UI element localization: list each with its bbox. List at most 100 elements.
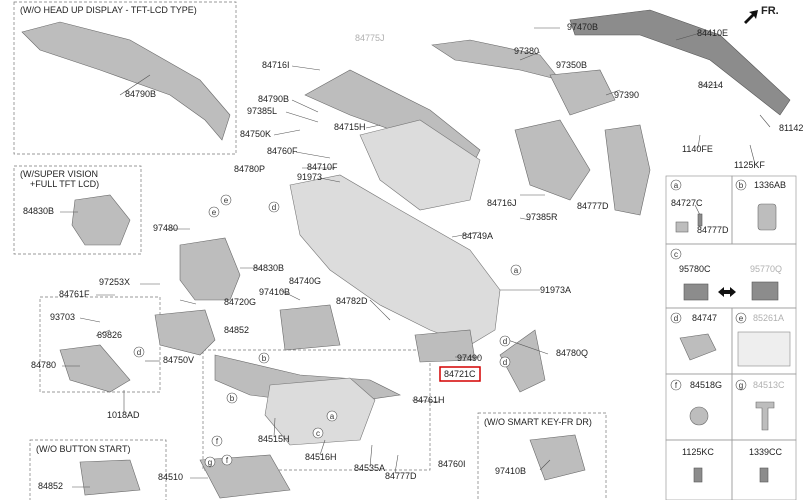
highlight-84721C	[439, 366, 481, 382]
center-fascia-lower-part	[414, 329, 476, 363]
reference-letters: a b c d d d e f g	[133, 194, 522, 468]
legend-e-part-85261A: 85261A	[753, 313, 784, 323]
label-97385R: 97385R	[526, 212, 558, 222]
ref-letter-b: b	[230, 394, 235, 403]
legend-b-header: b	[739, 181, 744, 190]
label-84715H: 84715H	[334, 122, 366, 132]
label-97390: 97390	[614, 90, 639, 100]
label-91973: 91973	[297, 172, 322, 182]
legend-b-part-1336AB: 1336AB	[754, 180, 786, 190]
clip-part-84747	[679, 333, 717, 361]
side-duct-part	[604, 124, 651, 216]
side-trim-part	[179, 237, 241, 301]
label-91973A: 91973A	[540, 285, 571, 295]
label-84716J: 84716J	[487, 198, 517, 208]
label-84852-2: 84852	[38, 481, 63, 491]
lower-tray-part	[199, 454, 291, 499]
label-97490: 97490	[457, 353, 482, 363]
label-97470B: 97470B	[567, 22, 598, 32]
hud-box: (W/O HEAD UP DISPLAY - TFT-LCD TYPE)	[13, 1, 237, 155]
label-84716I: 84716I	[262, 60, 290, 70]
cluster-bezel-part	[71, 194, 131, 246]
legend-g-header: g	[739, 381, 743, 390]
label-84720G: 84720G	[224, 297, 256, 307]
label-84710F: 84710F	[307, 162, 338, 172]
label-84740G: 84740G	[289, 276, 321, 286]
legend-e-header: e	[739, 314, 744, 323]
label-1125KF: 1125KF	[734, 160, 765, 170]
label-84750K: 84750K	[240, 129, 271, 139]
label-84750V: 84750V	[163, 355, 194, 365]
label-84790B-2: 84790B	[258, 94, 289, 104]
ref-letter-d-2: d	[137, 348, 141, 357]
ref-letter-e-2: e	[212, 208, 217, 217]
label-84749A: 84749A	[462, 231, 493, 241]
label-81142: 81142	[779, 123, 803, 133]
leader-lines	[60, 27, 771, 488]
label-part-85261A	[737, 331, 791, 367]
center-duct-part	[514, 119, 591, 201]
label-84761F: 84761F	[59, 289, 90, 299]
lower-side-trim-part	[279, 304, 341, 351]
screw-part-1339CC	[759, 467, 769, 483]
front-arrow-icon	[744, 10, 758, 24]
label-84761H: 84761H	[413, 395, 445, 405]
label-97253X: 97253X	[99, 277, 130, 287]
ref-letter-g: g	[208, 458, 212, 467]
lower-cover-part	[154, 309, 216, 356]
ref-letter-f: f	[216, 437, 219, 446]
supervision-box-title-2: +FULL TFT LCD)	[30, 179, 99, 189]
legend-grid: a 84727C 84777D b 1336AB c 95780C 95770Q…	[665, 175, 797, 500]
button-start-box-title: (W/O BUTTON START)	[36, 444, 131, 454]
label-69826: 69826	[97, 330, 122, 340]
button-start-panel-part	[79, 459, 141, 496]
front-direction-label: FR.	[761, 5, 779, 17]
vent-duct-part	[549, 69, 616, 116]
callout-labels: 84790B 84775J 84716I 84790B 97385L 84750…	[23, 22, 803, 491]
legend-part-1339CC: 1339CC	[749, 447, 783, 457]
glovebox-group-outline	[39, 296, 161, 393]
legend-c-header: c	[674, 250, 678, 259]
label-84830B-2: 84830B	[253, 263, 284, 273]
upper-garnish-part	[21, 21, 231, 141]
ref-letter-f-2: f	[226, 456, 229, 465]
label-84780P: 84780P	[234, 164, 265, 174]
main-panel-part	[289, 174, 501, 346]
legend-c-part-95780C: 95780C	[679, 264, 711, 274]
legend-part-1125KC: 1125KC	[682, 447, 714, 457]
glove-box-part	[264, 377, 376, 446]
side-cover-right-part	[499, 329, 546, 393]
screw-part-1125KC	[693, 467, 703, 483]
ref-letter-d: d	[272, 203, 276, 212]
label-93703: 93703	[50, 312, 75, 322]
label-84830B: 84830B	[23, 206, 54, 216]
ref-letter-a: a	[514, 266, 519, 275]
legend-d-part-84747: 84747	[692, 313, 717, 323]
legend-a-header: a	[674, 181, 679, 190]
front-direction-indicator: FR.	[744, 5, 779, 24]
legend-g-part-84513C: 84513C	[753, 380, 785, 390]
damper-part-84513C	[755, 401, 775, 431]
label-97380: 97380	[514, 46, 539, 56]
label-84777D: 84777D	[385, 471, 417, 481]
smart-key-box: (W/O SMART KEY-FR DR)	[477, 412, 607, 500]
label-84780Q: 84780Q	[556, 348, 588, 358]
legend-a-part-84777D: 84777D	[697, 225, 729, 235]
label-97480: 97480	[153, 223, 178, 233]
legend-d-header: d	[674, 314, 678, 323]
label-84777D-2: 84777D	[577, 201, 609, 211]
label-97410B: 97410B	[259, 287, 290, 297]
fuse-cover-part	[59, 344, 131, 393]
legend-a-part-84727C: 84727C	[671, 198, 703, 208]
label-97385L: 97385L	[247, 106, 277, 116]
defroster-duct-part	[431, 39, 561, 81]
label-84760F: 84760F	[267, 146, 298, 156]
cluster-fascia-part	[359, 119, 481, 211]
button-start-box: (W/O BUTTON START)	[29, 439, 167, 500]
screw-part-84777D	[697, 213, 703, 227]
smart-key-bracket-part	[529, 434, 586, 481]
label-1140FE: 1140FE	[682, 144, 713, 154]
legend-c-part-95770Q: 95770Q	[750, 264, 782, 274]
label-97410B-2: 97410B	[495, 466, 526, 476]
